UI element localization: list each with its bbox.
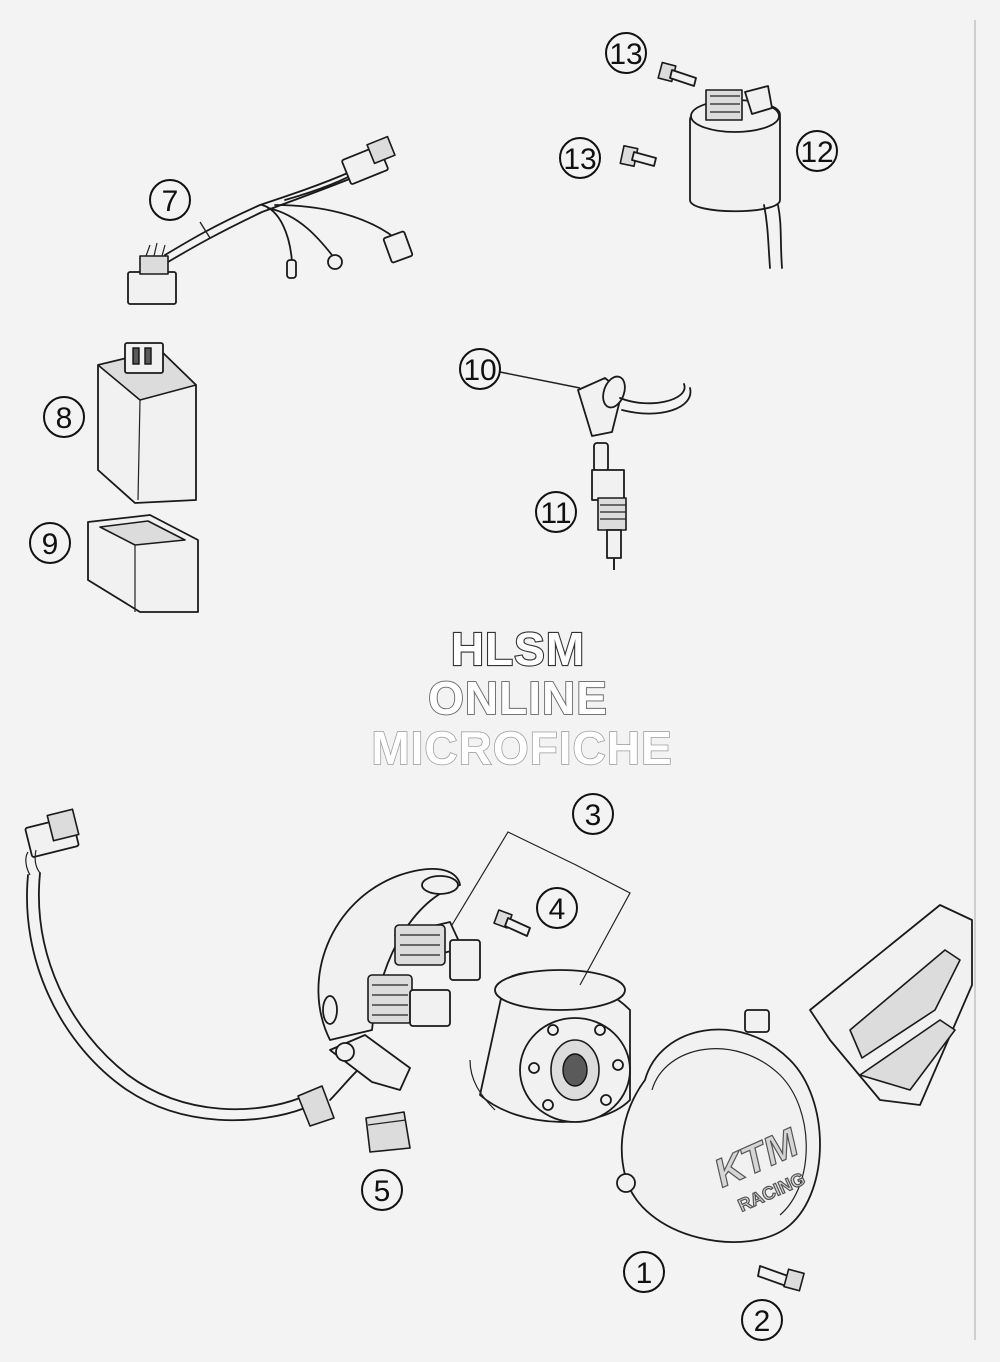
callout-8: 8 bbox=[43, 396, 85, 438]
svg-text:10: 10 bbox=[463, 354, 496, 387]
flywheel-rotor bbox=[469, 969, 631, 1123]
cable-grommet bbox=[365, 1111, 411, 1153]
callout-4: 4 bbox=[536, 887, 578, 929]
stator bbox=[317, 868, 481, 1091]
callout-3: 3 bbox=[572, 793, 614, 835]
svg-text:3: 3 bbox=[585, 799, 602, 832]
svg-text:5: 5 bbox=[374, 1175, 391, 1208]
svg-text:13: 13 bbox=[563, 143, 596, 176]
watermark-line1: HLSM bbox=[451, 623, 585, 675]
stator-cable bbox=[24, 808, 359, 1127]
spark-plug bbox=[591, 442, 627, 570]
bolt-13-top bbox=[657, 61, 697, 87]
svg-text:7: 7 bbox=[162, 185, 179, 218]
spark-plug-cap bbox=[499, 371, 692, 437]
callout-9: 9 bbox=[29, 522, 71, 564]
ignition-coil bbox=[689, 85, 783, 269]
svg-text:4: 4 bbox=[549, 893, 566, 926]
cdi-unit bbox=[97, 342, 197, 504]
svg-text:11: 11 bbox=[540, 497, 571, 530]
callout-13-left: 13 bbox=[559, 137, 601, 179]
watermark: HLSM ONLINE MICROFICHE bbox=[371, 622, 673, 775]
watermark-line3: MICROFICHE bbox=[371, 722, 672, 774]
callout-5: 5 bbox=[361, 1169, 403, 1211]
bolt-13-left bbox=[619, 144, 657, 168]
callout-13-top: 13 bbox=[605, 32, 647, 74]
svg-text:9: 9 bbox=[42, 528, 59, 561]
svg-text:12: 12 bbox=[800, 136, 833, 169]
callout-3-leaders bbox=[451, 831, 631, 986]
callout-12: 12 bbox=[796, 130, 838, 172]
callout-10: 10 bbox=[459, 348, 501, 390]
svg-text:13: 13 bbox=[609, 38, 642, 71]
svg-text:1: 1 bbox=[636, 1257, 653, 1290]
cover-bolt bbox=[757, 1265, 805, 1292]
ignition-cover: KTM RACING bbox=[616, 904, 973, 1243]
callouts: 1 2 3 4 5 7 8 9 bbox=[29, 32, 838, 1341]
callout-7: 7 bbox=[149, 179, 191, 221]
svg-text:8: 8 bbox=[56, 402, 73, 435]
stator-screw bbox=[493, 909, 531, 937]
svg-text:2: 2 bbox=[754, 1305, 771, 1338]
callout-2: 2 bbox=[741, 1299, 783, 1341]
callout-1: 1 bbox=[623, 1251, 665, 1293]
wiring-harness bbox=[127, 135, 414, 305]
watermark-line2: ONLINE bbox=[428, 672, 608, 724]
callout-11: 11 bbox=[535, 491, 577, 533]
cdi-holder bbox=[87, 514, 199, 613]
